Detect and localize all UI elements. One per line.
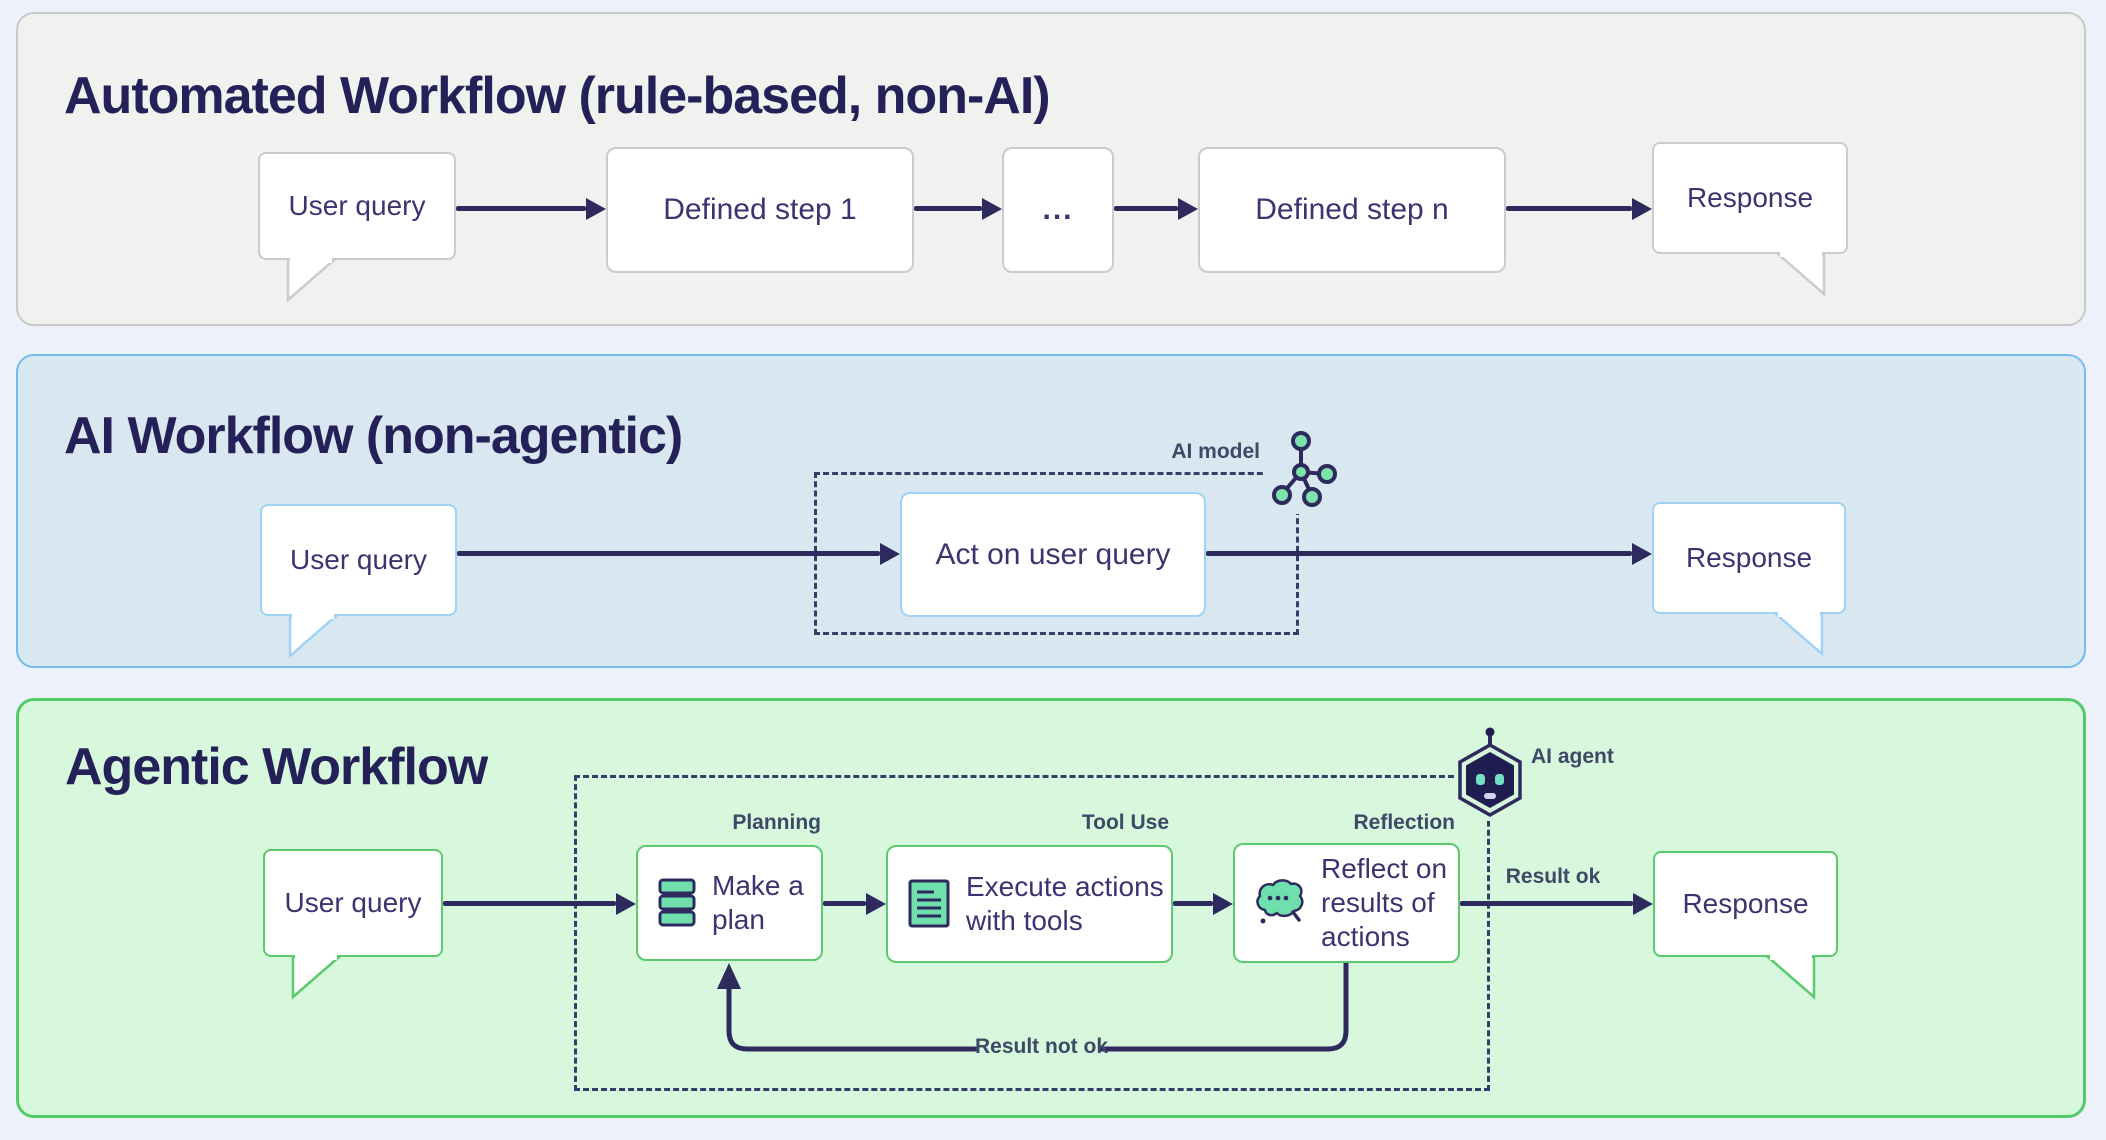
node-label: ... <box>1042 193 1074 226</box>
speech-tail-left <box>288 614 340 659</box>
node-label: Act on user query <box>935 537 1171 571</box>
ai-model-label: AI model <box>1171 440 1260 463</box>
node-ellipsis: ... <box>1002 147 1114 273</box>
speech-tail-right <box>1772 612 1824 657</box>
arrow-right <box>823 901 866 906</box>
node-response: Response <box>1653 851 1838 1000</box>
panel-agentic-workflow: Agentic Workflow Result not ok AI agent … <box>16 698 2086 1118</box>
node-label: Response <box>1685 542 1813 573</box>
arrow-right <box>456 206 586 211</box>
node-label: Reflect on results of actions <box>1321 852 1448 953</box>
node-label: User query <box>290 544 427 575</box>
node-user-query: User query <box>258 152 456 303</box>
speech-tail-right <box>1774 252 1826 297</box>
feedback-loop-arrow <box>717 960 1349 1052</box>
speech-tail-right <box>1764 955 1816 1000</box>
node-defined-step-n: Defined step n <box>1198 147 1506 273</box>
ai-agent-robot-icon <box>1457 727 1523 821</box>
panel-title-agentic: Agentic Workflow <box>65 738 488 796</box>
step-label-reflection: Reflection <box>1353 811 1455 834</box>
arrow-right <box>443 901 616 906</box>
step-label-planning: Planning <box>732 811 821 834</box>
panel-title-automated: Automated Workflow (rule-based, non-AI) <box>64 67 1051 125</box>
node-label: Execute actions with tools <box>966 870 1164 936</box>
node-user-query: User query <box>263 849 443 1000</box>
arrow-right <box>457 551 880 556</box>
node-label: Defined step 1 <box>663 193 857 226</box>
panel-automated-workflow: Automated Workflow (rule-based, non-AI) … <box>16 12 2086 326</box>
node-make-a-plan: Make a plan <box>636 845 823 961</box>
arrow-right <box>1114 206 1178 211</box>
arrow-right <box>1460 901 1633 906</box>
node-label: User query <box>288 190 426 221</box>
panel-title-ai: AI Workflow (non-agentic) <box>64 407 683 465</box>
ai-agent-label: AI agent <box>1531 745 1614 768</box>
node-label: Make a plan <box>712 869 804 935</box>
node-response: Response <box>1652 502 1846 657</box>
panel-ai-workflow: AI Workflow (non-agentic) AI model User … <box>16 354 2086 668</box>
edge-label-result-ok: Result ok <box>1505 865 1601 888</box>
step-label-tool-use: Tool Use <box>1081 811 1169 834</box>
arrow-right <box>1173 901 1213 906</box>
document-icon <box>906 878 952 930</box>
thought-cloud-icon <box>1253 877 1307 929</box>
edge-label-result-not-ok: Result not ok <box>975 1035 1109 1058</box>
plan-stack-icon <box>656 877 698 929</box>
node-response: Response <box>1652 142 1848 297</box>
node-act-on-user-query: Act on user query <box>900 492 1206 617</box>
node-label: Response <box>1682 888 1809 919</box>
node-label: Response <box>1686 182 1814 213</box>
node-reflect: Reflect on results of actions <box>1233 843 1460 963</box>
node-user-query: User query <box>260 504 457 659</box>
speech-tail-left <box>286 258 338 303</box>
node-label: Defined step n <box>1255 193 1449 226</box>
ai-model-network-icon <box>1264 428 1338 514</box>
ai-agent-boundary <box>574 775 1490 1091</box>
speech-tail-left <box>291 955 343 1000</box>
node-execute-actions: Execute actions with tools <box>886 845 1173 963</box>
arrow-right <box>1506 206 1632 211</box>
arrow-right <box>914 206 982 211</box>
node-label: User query <box>284 887 422 918</box>
arrow-right <box>1206 551 1632 556</box>
node-defined-step-1: Defined step 1 <box>606 147 914 273</box>
